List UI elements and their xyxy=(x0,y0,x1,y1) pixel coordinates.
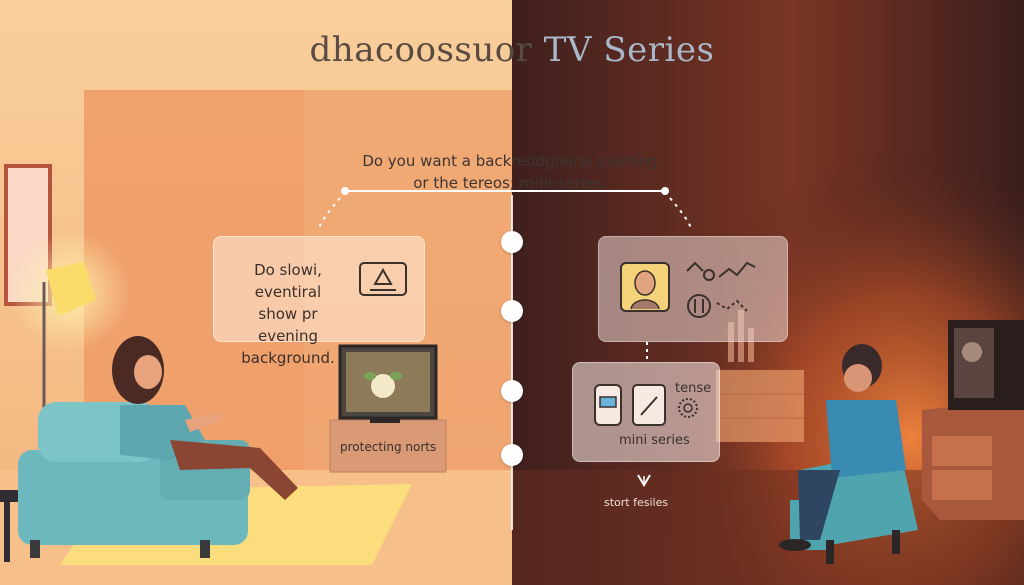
right-dresser xyxy=(716,370,804,442)
question-text: Do you want a backreodgoural evening or … xyxy=(330,150,690,194)
left-card-line-3: background. xyxy=(241,349,335,367)
chevron-down-icon xyxy=(637,474,651,487)
man-in-chair xyxy=(779,344,906,551)
question-line-1: Do you want a backreodgoural evening xyxy=(362,152,658,170)
right-option-card-2[interactable]: tense mini series xyxy=(572,362,720,462)
seal-icon xyxy=(678,398,698,418)
timeline-node-1[interactable] xyxy=(501,231,523,253)
timeline-node-2[interactable] xyxy=(501,300,523,322)
title-left: dhacoossuor xyxy=(309,30,533,70)
tools-icon xyxy=(686,261,756,281)
portrait-icon xyxy=(620,262,670,312)
play-triangle-icon xyxy=(359,262,407,296)
left-tv-label: protecting norts xyxy=(340,440,437,454)
right-option-card-1[interactable] xyxy=(598,236,788,342)
title-right: TV Series xyxy=(532,30,715,70)
pen-card-icon xyxy=(632,384,666,426)
right-card-label: mini series xyxy=(619,433,690,448)
right-card-tag: tense xyxy=(675,381,712,396)
left-option-card[interactable]: Do slowi, eventiral show pr evening back… xyxy=(213,236,425,367)
bottom-right-label: stort fesiles xyxy=(604,496,669,509)
floor-lamp-shade xyxy=(46,262,96,316)
woman-on-sofa xyxy=(112,336,298,500)
timeline-node-4[interactable] xyxy=(501,444,523,466)
phone-icon xyxy=(594,384,622,426)
left-card-line-1: Do slowi, eventiral xyxy=(254,261,322,301)
left-card-line-2: show pr evening xyxy=(257,305,319,345)
timeline-node-3[interactable] xyxy=(501,380,523,402)
grip-icon xyxy=(687,294,748,318)
left-tv-stand xyxy=(329,419,447,473)
page-title: dhacoossuor TV Series xyxy=(0,30,1024,70)
left-card-text: Do slowi, eventiral show pr evening back… xyxy=(228,259,348,369)
question-line-2: or the tereos; mini-series. xyxy=(413,174,607,192)
